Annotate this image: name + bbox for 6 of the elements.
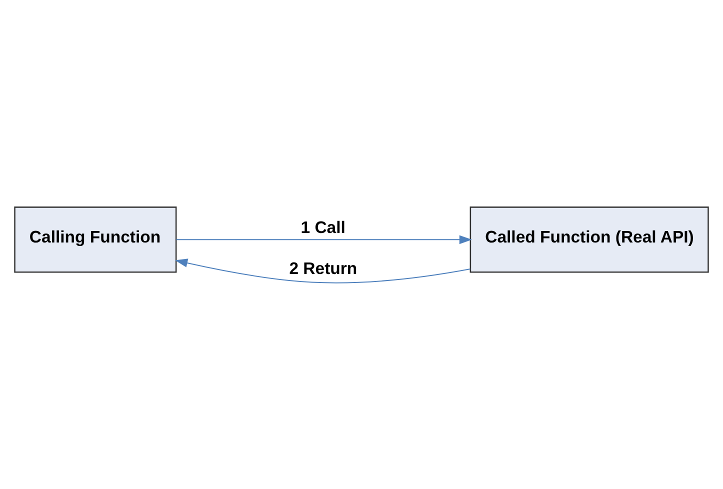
edge-label: 2 Return	[289, 258, 358, 278]
node-box: Called Function (Real API)	[470, 206, 709, 272]
edge-label: 1 Call	[300, 218, 346, 237]
node-box: Calling Function	[14, 206, 177, 272]
arrow	[176, 234, 472, 244]
arrow	[174, 258, 470, 283]
